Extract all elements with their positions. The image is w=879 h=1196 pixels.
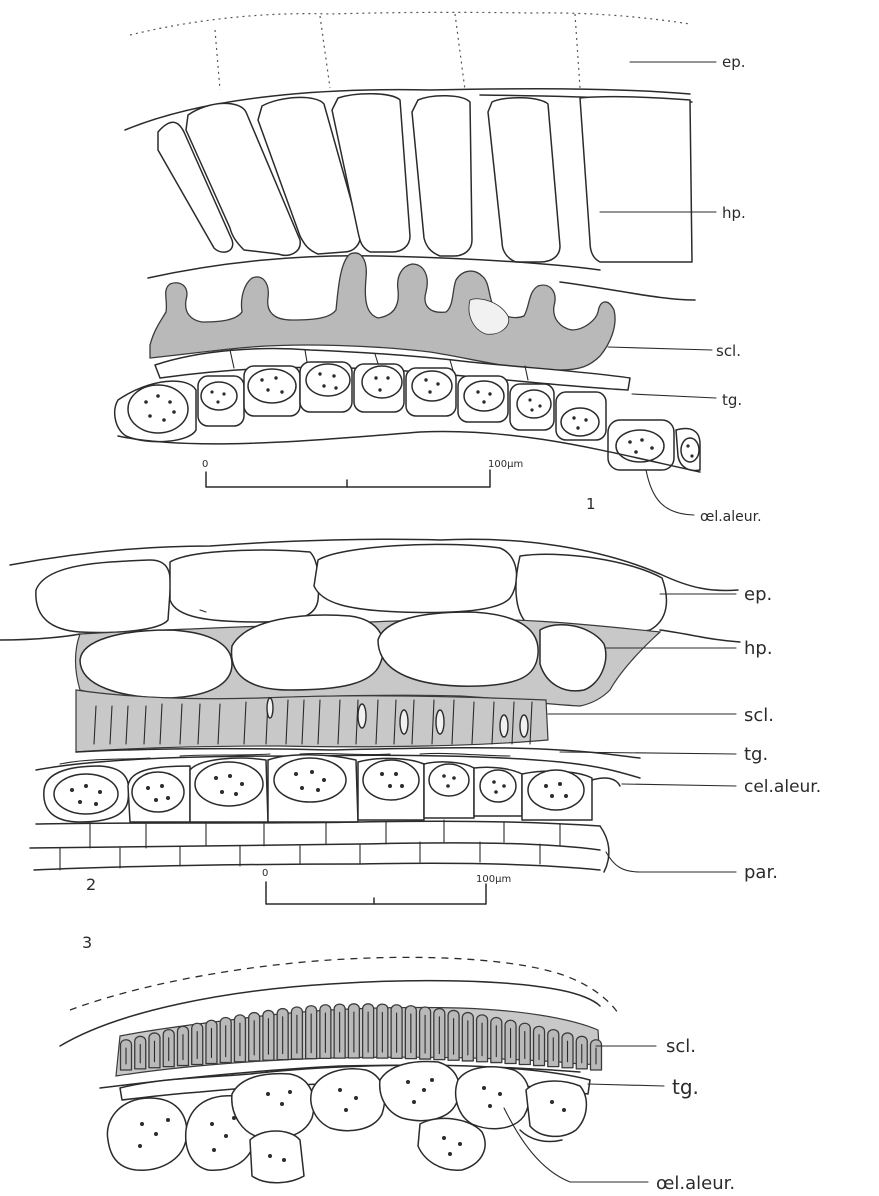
fig1-hypodermis-cells [158, 94, 692, 262]
fig2-label-scl: scl. [744, 705, 774, 726]
fig2-label-tg: tg. [744, 744, 768, 765]
fig2-tegument [76, 748, 640, 758]
fig1-scale-bar [206, 470, 490, 487]
fig1-epidermis-walls [215, 14, 580, 90]
fig3-label-tg: tg. [672, 1075, 699, 1099]
fig2-sclerenchyma-band [76, 690, 548, 752]
fig2-scale-end: 100μm [476, 874, 511, 885]
fig3-number: 3 [82, 933, 92, 952]
fig1-label-tg: tg. [722, 391, 742, 409]
fig3-label-cel-aleur: œl.aleur. [656, 1173, 735, 1194]
fig1-scale-end: 100μm [488, 459, 523, 470]
fig1-label-hp: hp. [722, 204, 746, 222]
fig1-label-ep: ep. [722, 53, 746, 71]
fig2-label-ep: ep. [744, 584, 772, 605]
fig2-scale-start: 0 [262, 868, 268, 879]
fig1-scale-start: 0 [202, 459, 208, 470]
fig2-scale-bar [266, 882, 486, 904]
figure-2: ep. hp. scl. tg. cel.aleur. par. 0 100μm… [0, 539, 821, 904]
figure-1: ep. hp. scl. tg. œl.aleur. 0 100μm 1 [115, 12, 762, 525]
fig1-epidermis-outline [130, 12, 690, 35]
fig2-aleurone-cells [44, 755, 620, 822]
fig2-label-cel-aleur: cel.aleur. [744, 777, 821, 797]
figure-3: scl. tg. œl.aleur. 3 [60, 933, 735, 1194]
fig2-parenchyma [30, 820, 609, 872]
fig1-label-scl: scl. [716, 342, 741, 360]
fig1-label-cel-aleur: œl.aleur. [700, 509, 762, 525]
fig2-ep-hp-line [0, 634, 80, 640]
fig2-label-par: par. [744, 862, 778, 883]
fig2-label-hp: hp. [744, 638, 773, 659]
fig2-number: 2 [86, 875, 96, 894]
fig1-number: 1 [586, 495, 596, 513]
fig3-label-scl: scl. [666, 1036, 696, 1057]
